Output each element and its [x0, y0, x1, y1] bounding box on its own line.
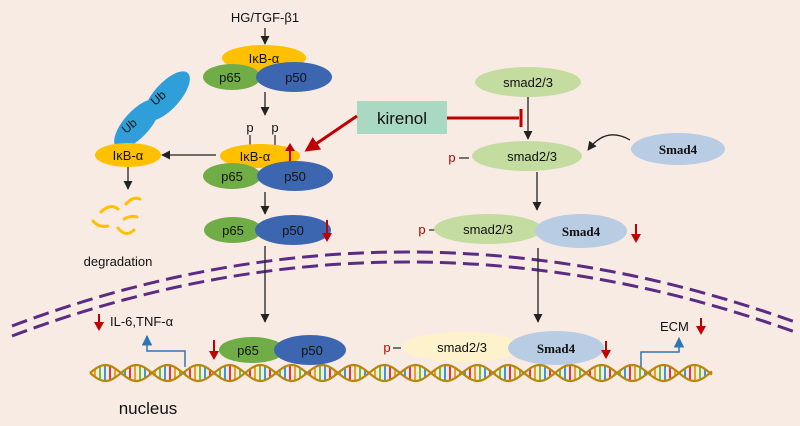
- nuclear-smad23-ellipse: [402, 332, 522, 362]
- complex-smad23-label: smad2/3: [463, 222, 513, 237]
- phospho-p-right: p: [271, 120, 278, 135]
- nuclear-nfkb-dimer: p65 p50: [219, 335, 346, 365]
- arrow-smad4-binding: [587, 134, 631, 151]
- psmad23-label: smad2/3: [507, 149, 557, 164]
- smad-complex-nucleus: p smad2/3 Smad4: [383, 331, 611, 365]
- p65-label-2: p65: [221, 169, 243, 184]
- smad23-label: smad2/3: [503, 75, 553, 90]
- free-nfkb-dimer: p65 p50: [204, 215, 332, 245]
- dna-strand-a: [89, 363, 713, 383]
- ubiquitinated-ikba: Ub Ub IκB-α: [95, 71, 190, 167]
- smad4-label: Smad4: [659, 142, 698, 157]
- p65-label-4: p65: [237, 343, 259, 358]
- psmad-p-label: p: [448, 150, 455, 165]
- p65-ellipse-3: [204, 217, 262, 243]
- nuclear-complex-p-label: p: [383, 340, 390, 355]
- ikba-ub-label: IκB-α: [113, 148, 144, 163]
- smad-complex-cytoplasm: p smad2/3 Smad4: [418, 214, 641, 248]
- cytokine-output: IL-6,TNF-α: [94, 314, 186, 367]
- nuclear-membrane: [11, 250, 796, 338]
- p50-label: p50: [285, 70, 307, 85]
- down-arrow-nfkb: [322, 220, 332, 242]
- down-arrow-ecm: [696, 318, 706, 335]
- complex-p-label: p: [418, 222, 425, 237]
- p50-label-4: p50: [301, 343, 323, 358]
- complex-phosphorylated: p p IκB-α p65 p50: [203, 120, 333, 191]
- ecm-label: ECM: [660, 319, 689, 334]
- kirenol-rect: [357, 101, 447, 134]
- smad23-ellipse: [475, 67, 581, 97]
- down-arrow-nuclear-smad: [601, 341, 611, 359]
- ub-ellipse-upper: [144, 71, 190, 121]
- down-arrow-nuclear-nfkb: [209, 340, 219, 360]
- phospho-p-left: p: [246, 120, 253, 135]
- p65-ellipse-2: [203, 163, 261, 189]
- kirenol-promotes-ikba-arrow: [304, 114, 358, 152]
- p65-ellipse: [203, 64, 261, 90]
- p50-label-2: p50: [284, 169, 306, 184]
- p50-ellipse: [256, 62, 332, 92]
- degradation-fragments: [91, 196, 142, 235]
- nuclear-smad4-label: Smad4: [537, 341, 576, 356]
- p65-label: p65: [219, 70, 241, 85]
- down-arrow-smad-complex: [631, 224, 641, 243]
- nuclear-smad4-ellipse: [508, 331, 604, 365]
- p50-ellipse-2: [257, 161, 333, 191]
- ecm-output: ECM: [640, 318, 706, 367]
- ikba-ub-ellipse: [95, 143, 161, 167]
- complex-smad4-label: Smad4: [562, 224, 601, 239]
- ikba-label: IκB-α: [249, 51, 280, 66]
- kirenol-box: kirenol: [357, 101, 447, 134]
- complex-smad4-ellipse: [535, 214, 627, 248]
- p50-ellipse-3: [255, 215, 331, 245]
- phospho-smad23: p smad2/3: [448, 141, 582, 171]
- smad4-ellipse: [631, 133, 725, 165]
- complex-smad23-ellipse: [434, 214, 542, 244]
- dna-strand-b: [89, 363, 713, 383]
- p65-label-3: p65: [222, 223, 244, 238]
- p65-ellipse-4: [219, 337, 285, 363]
- dna-helix: [89, 363, 713, 383]
- degradation-label: degradation: [84, 254, 153, 269]
- down-arrow-cytokines: [94, 314, 104, 331]
- nuclear-smad23-label: smad2/3: [437, 340, 487, 355]
- p50-ellipse-4: [274, 335, 346, 365]
- kirenol-label: kirenol: [377, 109, 427, 128]
- cytokine-transcription-arrow: [141, 334, 186, 367]
- ikba-phospho-ellipse: [220, 144, 300, 168]
- psmad23-ellipse: [472, 141, 582, 171]
- complex-top: IκB-α p65 p50: [203, 45, 332, 92]
- stimulus-label: HG/TGF-β1: [231, 10, 299, 25]
- p50-label-3: p50: [282, 223, 304, 238]
- nucleus-label: nucleus: [119, 399, 178, 418]
- ikba-phospho-label: IκB-α: [240, 149, 271, 164]
- cytokines-label: IL-6,TNF-α: [110, 314, 174, 329]
- ecm-transcription-arrow: [640, 336, 685, 367]
- smad4-cytoplasm: Smad4: [631, 133, 725, 165]
